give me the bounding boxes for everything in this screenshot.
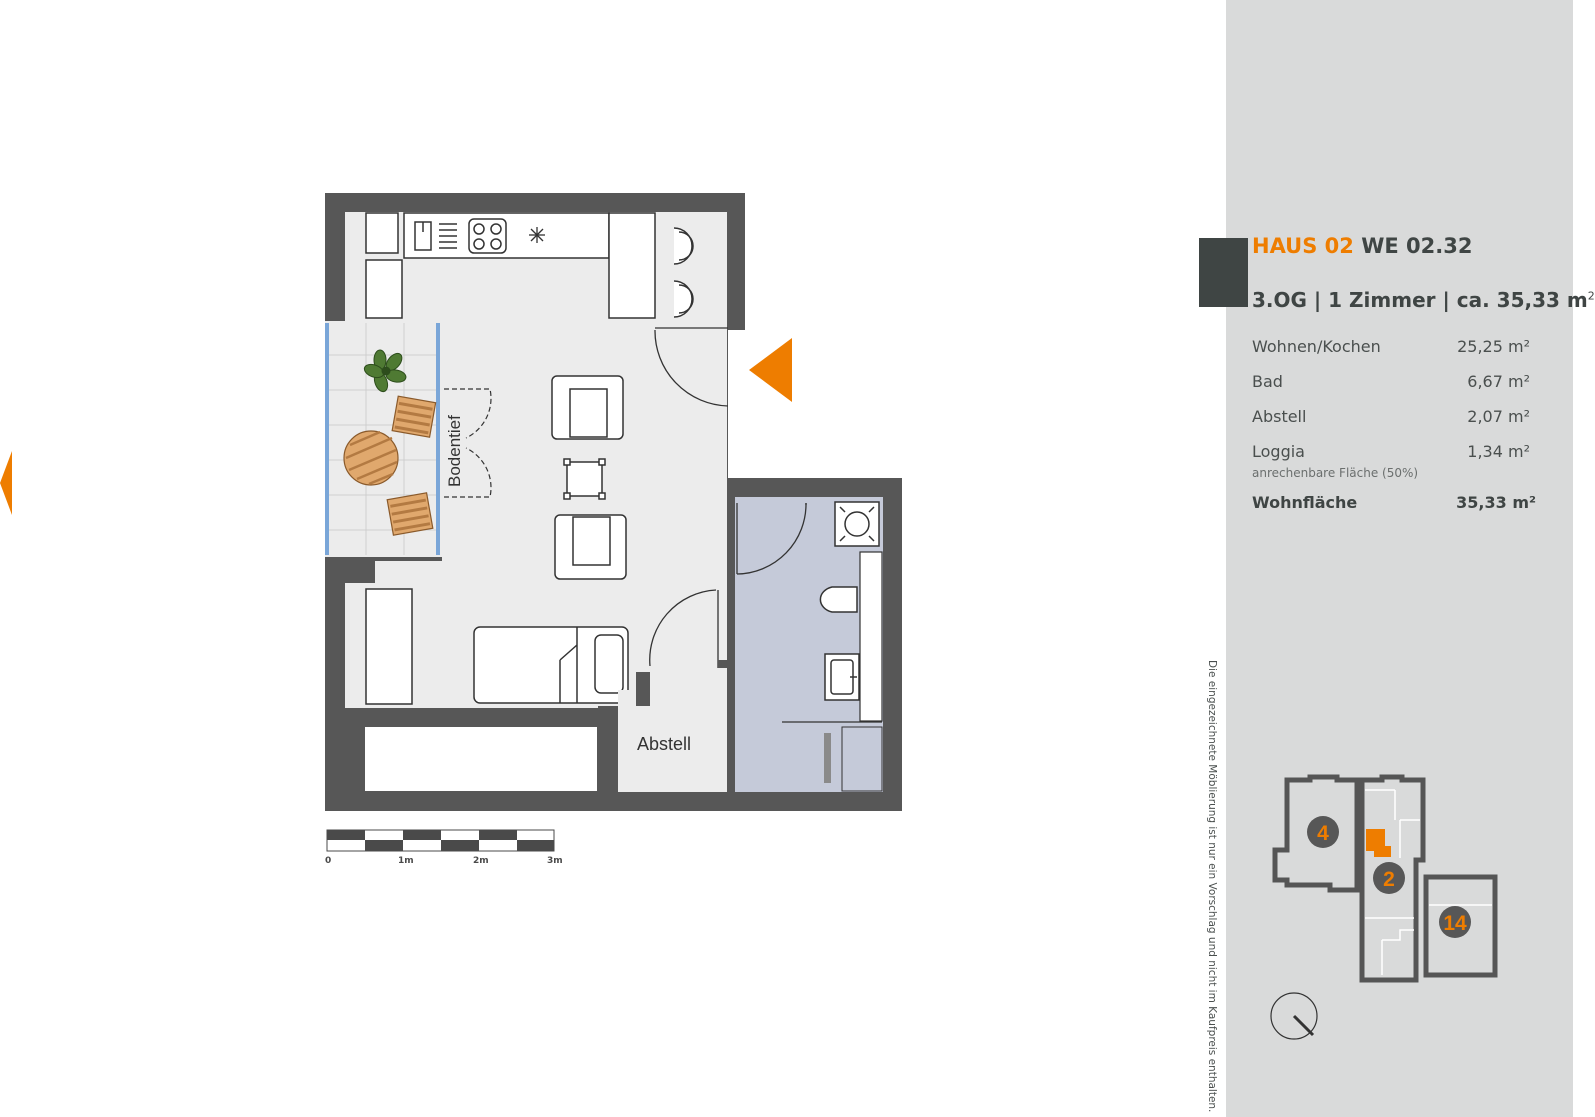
storage-wall	[598, 706, 618, 811]
total-row: Wohnfläche 35,33 m²	[1252, 493, 1542, 528]
storage-room-floor	[618, 690, 727, 792]
wall-segment	[345, 708, 598, 727]
room-name: Abstell	[1252, 407, 1307, 426]
room-area: 1,34 m²	[1467, 442, 1530, 461]
keyplan-house-2-badge	[1373, 862, 1405, 894]
keyplan-label-4: 4	[1317, 822, 1329, 845]
armchair-icon	[551, 375, 624, 440]
entry-door	[654, 327, 729, 407]
keyplan-house-2	[1359, 774, 1426, 983]
room-area: 2,07 m²	[1467, 407, 1530, 426]
disclaimer: Die eingezeichnete Möblierung ist nur ei…	[1200, 660, 1218, 1113]
subtitle-superscript: 2	[1587, 289, 1595, 303]
freezer-icon	[529, 227, 545, 243]
bathroom-door	[736, 502, 807, 575]
sink-icon	[414, 221, 432, 251]
bed-icon	[473, 626, 629, 704]
armchair-icon	[554, 514, 627, 580]
keyplan-house-4-badge	[1307, 816, 1339, 848]
scale-label-0: 0	[325, 856, 331, 866]
built-in-cabinet	[365, 727, 597, 791]
apartment-title: HAUS 02 WE 02.32	[1252, 234, 1472, 258]
apartment-marker	[1199, 238, 1248, 307]
room-row: Wohnen/Kochen 25,25 m²	[1252, 337, 1542, 372]
keyplan-house-14-badge	[1439, 906, 1471, 938]
chair-icon	[386, 492, 434, 536]
keyplan-label-2: 2	[1383, 868, 1395, 891]
shower-tray	[841, 726, 883, 792]
toilet-icon	[819, 586, 858, 613]
shower-wall	[859, 551, 883, 722]
key-plan: 4 2 14	[1270, 774, 1498, 1040]
bodentief-label: Bodentief	[445, 415, 464, 487]
keyplan-house-4	[1272, 774, 1360, 893]
plant-icon	[363, 349, 407, 393]
floor-to-ceiling-window	[444, 388, 492, 498]
shower-glass	[824, 733, 831, 783]
entry-opening	[728, 330, 745, 408]
room-name: Bad	[1252, 372, 1283, 391]
storage-door	[649, 589, 719, 668]
keyplan-label-14: 14	[1443, 912, 1467, 935]
room-row: Loggia 1,34 m² anrechenbare Fläche (50%)	[1252, 442, 1542, 480]
kitchen-counter-side	[608, 212, 656, 319]
room-area: 25,25 m²	[1457, 337, 1530, 356]
subtitle-text: 3.OG | 1 Zimmer | ca. 35,33 m	[1252, 288, 1588, 312]
keyplan-house-14	[1423, 874, 1498, 978]
loggia-rail	[325, 557, 442, 561]
washbasin-icon	[824, 653, 860, 701]
round-table-icon	[343, 430, 399, 486]
bathroom-divider	[728, 497, 735, 792]
room-name: Wohnen/Kochen	[1252, 337, 1381, 356]
apartment-subtitle: 3.OG | 1 Zimmer | ca. 35,33 m2	[1252, 288, 1595, 312]
bar-stool-icon	[673, 227, 694, 265]
north-arrow-icon	[1270, 992, 1318, 1040]
previous-arrow-icon[interactable]	[0, 451, 12, 515]
scale-label-3m: 3m	[547, 856, 563, 866]
keyplan-highlight	[1366, 829, 1391, 857]
side-table-icon	[563, 458, 606, 500]
bar-stool-icon	[673, 280, 694, 318]
cabinet	[365, 259, 403, 319]
washing-machine-icon	[834, 501, 880, 547]
room-name: Loggia	[1252, 442, 1305, 461]
storage-room-label: Abstell	[637, 734, 691, 754]
room-note: anrechenbare Fläche (50%)	[1252, 466, 1419, 480]
scale-label-2m: 2m	[473, 856, 489, 866]
chair-icon	[391, 395, 437, 438]
storage-wall	[636, 672, 650, 706]
room-list: Wohnen/Kochen 25,25 m² Bad 6,67 m² Abste…	[1252, 337, 1542, 528]
total-area: 35,33 m²	[1456, 493, 1536, 512]
wall-segment	[325, 561, 375, 583]
unit-label: WE 02.32	[1361, 234, 1473, 258]
total-name: Wohnfläche	[1252, 493, 1358, 512]
room-area: 6,67 m²	[1467, 372, 1530, 391]
room-row: Bad 6,67 m²	[1252, 372, 1542, 407]
dishwasher-icon	[439, 223, 457, 249]
scale-label-1m: 1m	[398, 856, 414, 866]
wall-segment	[718, 660, 728, 668]
room-row: Abstell 2,07 m²	[1252, 407, 1542, 442]
wardrobe	[365, 588, 413, 705]
disclaimer-text: Die eingezeichnete Möblierung ist nur ei…	[1206, 660, 1218, 1113]
cooktop-icon	[468, 218, 507, 254]
haus-label: HAUS 02	[1252, 234, 1354, 258]
loggia-glass-right	[436, 323, 440, 555]
scale-bar	[326, 829, 555, 852]
cabinet	[365, 212, 399, 254]
floor-plan: Bodentief Abstell 0 1m 2m 3m	[325, 193, 902, 866]
loggia-glass-left	[325, 323, 329, 555]
entrance-arrow-icon	[749, 338, 792, 402]
